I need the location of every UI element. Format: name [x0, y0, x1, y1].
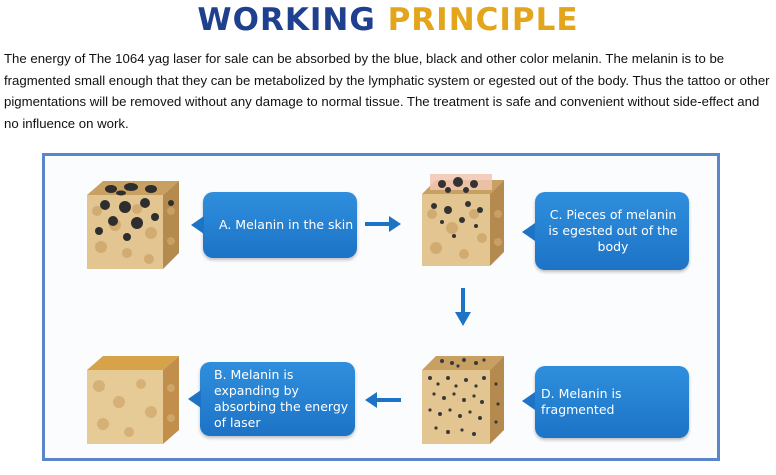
- page-title: WORKING PRINCIPLE: [0, 0, 776, 40]
- step-a-box: A. Melanin in the skin: [203, 192, 357, 258]
- skin-cube-expanding-icon: [87, 356, 179, 444]
- arrow-down-icon: [455, 288, 471, 326]
- step-c-pointer: [522, 223, 535, 241]
- description-paragraph: The energy of The 1064 yag laser for sal…: [4, 51, 770, 131]
- step-b-box: B. Melanin is expanding by absorbing the…: [200, 362, 355, 436]
- step-d-pointer: [522, 392, 535, 410]
- step-b-label: B. Melanin is expanding by absorbing the…: [214, 367, 349, 430]
- skin-cube-melanin-icon: [87, 181, 179, 269]
- title-word-principle: PRINCIPLE: [387, 2, 579, 38]
- step-d-box: D. Melanin is fragmented: [535, 366, 689, 438]
- title-word-working: WORKING: [197, 2, 376, 38]
- skin-cube-egested-icon: [422, 174, 504, 266]
- arrow-left-icon: [365, 392, 401, 408]
- step-d-label: D. Melanin is fragmented: [541, 386, 622, 417]
- step-c-label: C. Pieces of melanin is egested out of t…: [548, 207, 678, 254]
- skin-cube-fragmented-icon: [422, 356, 504, 444]
- step-c-box: C. Pieces of melanin is egested out of t…: [535, 192, 689, 270]
- arrow-right-icon: [365, 216, 401, 232]
- diagram-panel: A. Melanin in the skin C. Pieces of mela…: [42, 153, 720, 461]
- step-b-pointer: [188, 390, 201, 408]
- step-a-pointer: [191, 216, 204, 234]
- step-a-label: A. Melanin in the skin: [219, 217, 354, 232]
